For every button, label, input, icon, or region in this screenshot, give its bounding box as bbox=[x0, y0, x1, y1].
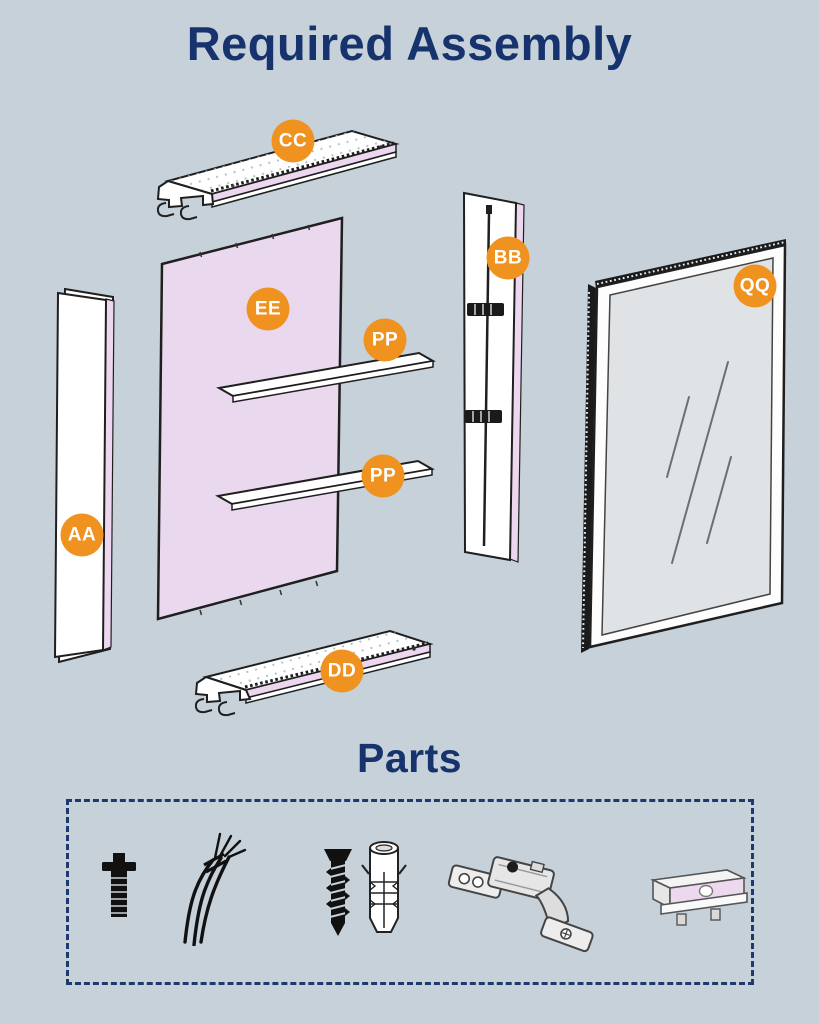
mounting-bracket-icon bbox=[650, 869, 748, 926]
hinge-block-upper bbox=[467, 303, 504, 316]
parts-section-title: Parts bbox=[356, 735, 463, 781]
badge-qq: QQ bbox=[733, 264, 777, 308]
screw-icon bbox=[324, 849, 352, 936]
hinge-icon bbox=[447, 856, 594, 953]
assembly-diagram bbox=[53, 129, 787, 717]
hinge-block-lower bbox=[465, 410, 502, 423]
hinge-rod bbox=[482, 212, 491, 547]
page-title: Required Assembly bbox=[186, 17, 633, 70]
mirror-reflection-lines bbox=[666, 361, 732, 564]
rod-cap bbox=[486, 205, 492, 214]
badge-aa: AA bbox=[60, 513, 104, 557]
badge-pp-lower: PP bbox=[361, 454, 405, 498]
cables-icon bbox=[183, 832, 247, 946]
shelf-pp-upper bbox=[216, 351, 436, 403]
hinge-side-panel-bb bbox=[462, 191, 525, 563]
bolt-icon bbox=[102, 853, 136, 917]
back-panel-ee bbox=[156, 216, 344, 621]
badge-cc: CC bbox=[271, 119, 315, 163]
badge-pp-upper: PP bbox=[363, 318, 407, 362]
left-side-panel-aa bbox=[53, 287, 115, 664]
parts-box bbox=[66, 799, 754, 985]
bottom-rail-panel-dd bbox=[194, 629, 434, 717]
top-rail-panel-cc bbox=[156, 129, 400, 221]
wall-anchor-icon bbox=[361, 841, 407, 933]
mirror-door-qq bbox=[581, 239, 787, 653]
badge-bb: BB bbox=[486, 236, 530, 280]
badge-dd: DD bbox=[320, 649, 364, 693]
badge-ee: EE bbox=[246, 287, 290, 331]
